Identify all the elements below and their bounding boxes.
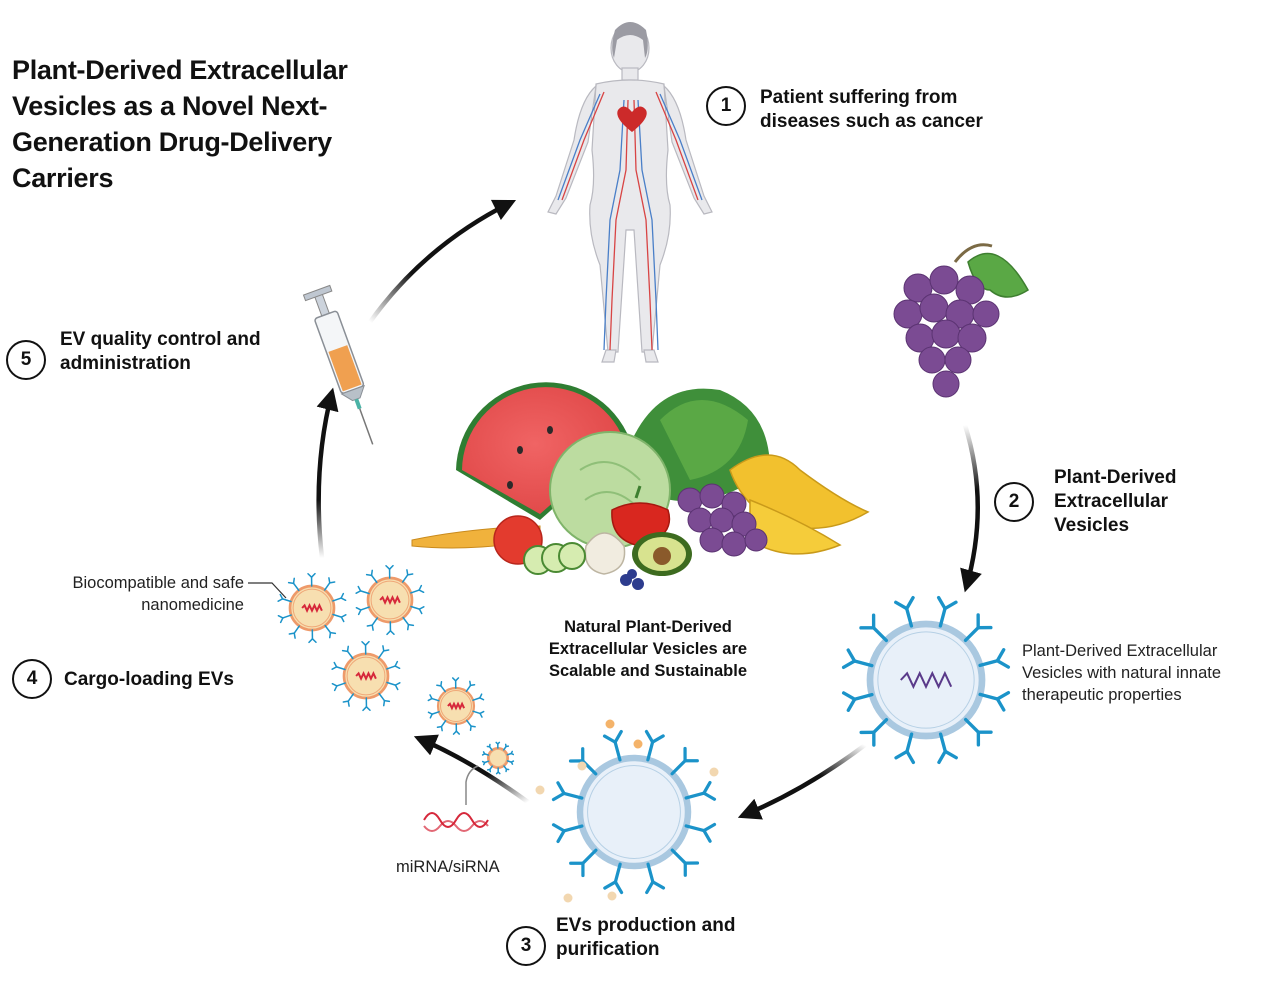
step-1-label: Patient suffering from diseases such as … — [760, 87, 983, 132]
ev-production — [551, 729, 717, 895]
biocompatible-leader-line — [248, 582, 287, 599]
cycle-arrow-1-to-2 — [960, 424, 982, 593]
syringe-illustration — [302, 284, 374, 445]
loaded-evs — [277, 564, 719, 903]
step-4-badge: 4 — [12, 659, 52, 699]
step-4-label: Cargo-loading EVs — [64, 669, 234, 690]
cycle-arrow-5-to-1 — [368, 199, 517, 324]
rna-strand-icon — [423, 765, 489, 832]
rna-label: miRNA/siRNA — [396, 858, 500, 876]
fruit-vegetable-pile — [411, 382, 870, 590]
step-2-badge: 2 — [994, 482, 1034, 522]
innate-properties-note: Plant-Derived Extracellular Vesicles wit… — [1022, 642, 1222, 704]
cycle-arrow-3-to-4 — [413, 734, 530, 804]
step-5-badge: 5 — [6, 340, 46, 380]
vascular-system — [557, 91, 703, 351]
plant-ev-large — [841, 595, 1011, 765]
grape-bunch-illustration — [893, 243, 1029, 398]
step-2-label: Plant-Derived Extracellular Vesicles — [1054, 467, 1177, 536]
human-body-illustration — [547, 22, 713, 363]
step-1-badge: 1 — [706, 86, 746, 126]
heart-icon — [617, 106, 647, 132]
cycle-arrow-4-to-5 — [316, 387, 339, 559]
center-statement: Natural Plant-Derived Extracellular Vesi… — [548, 618, 748, 680]
biocompatible-note: Biocompatible and safe nanomedicine — [72, 574, 244, 614]
page-title: Plant-Derived Extracellular Vesicles as … — [12, 55, 348, 193]
step-3-badge: 3 — [506, 926, 546, 966]
step-5-label: EV quality control and administration — [60, 329, 261, 374]
step-3-label: EVs production and purification — [556, 915, 736, 960]
cycle-arrow-2-to-3 — [737, 743, 867, 820]
